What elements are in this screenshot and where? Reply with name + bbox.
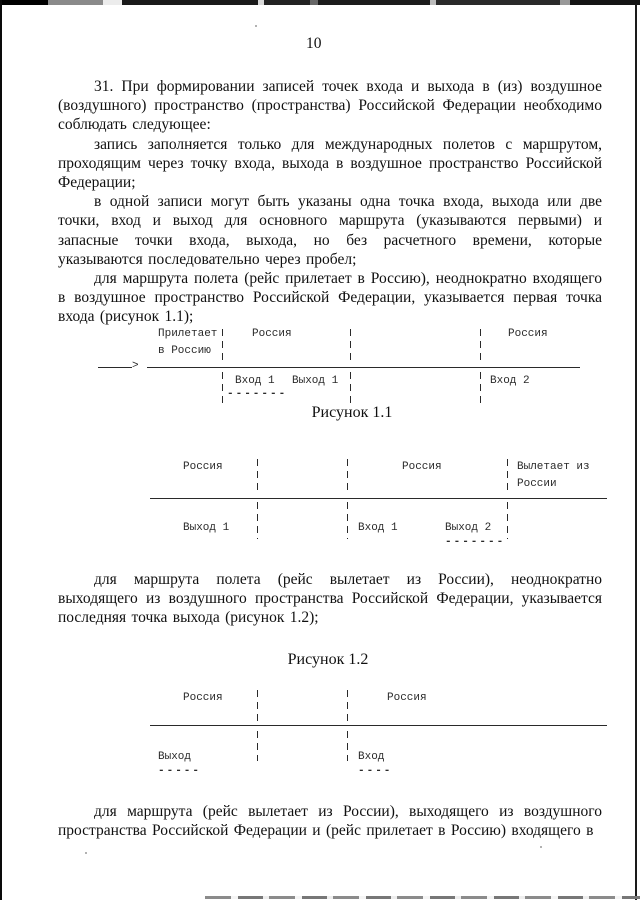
label-russia: Россия bbox=[252, 328, 292, 340]
airspace-boundary-bar bbox=[347, 731, 348, 761]
paragraph-one-record-rule: в одной записи могут быть указаны одна т… bbox=[58, 193, 602, 268]
route-line bbox=[147, 367, 580, 368]
airspace-boundary-bar bbox=[347, 502, 348, 539]
scan-speckle bbox=[540, 846, 542, 848]
airspace-boundary-bar bbox=[347, 459, 348, 495]
figure-1-2-caption: Рисунок 1.2 bbox=[287, 651, 369, 668]
airspace-boundary-bar bbox=[222, 372, 223, 405]
arrow-right-icon: > bbox=[132, 360, 139, 372]
label-arrives-russia-line2: в Россию bbox=[158, 345, 211, 357]
scan-artifact-right-edge bbox=[635, 4, 637, 900]
label-russia: Россия bbox=[183, 461, 223, 473]
label-entry-1: Вход 1 bbox=[358, 522, 398, 534]
label-entry-2: Вход 2 bbox=[490, 375, 530, 387]
airspace-boundary-bar bbox=[480, 329, 481, 365]
airspace-boundary-bar bbox=[257, 459, 258, 495]
label-exit: Выход bbox=[158, 751, 192, 763]
label-entry-1: Вход 1 bbox=[235, 375, 275, 387]
label-entry: Вход bbox=[358, 751, 385, 763]
airspace-boundary-bar bbox=[347, 690, 348, 722]
airspace-boundary-bar bbox=[350, 372, 351, 405]
label-russia: Россия bbox=[508, 328, 548, 340]
label-departs-russia-line2: России bbox=[517, 478, 557, 490]
label-departs-russia-line1: Вылетает из bbox=[517, 461, 590, 473]
airspace-boundary-bar bbox=[507, 459, 508, 495]
paragraph-route-arrive: для маршрута полета (рейс прилетает в Ро… bbox=[58, 270, 602, 326]
label-exit-1: Выход 1 bbox=[183, 522, 230, 534]
label-exit-2: Выход 2 bbox=[445, 522, 492, 534]
entry-underline: ---- bbox=[358, 765, 393, 777]
scan-speckle bbox=[85, 852, 87, 854]
paragraph-route-depart: для маршрута полета (рейс вылетает из Ро… bbox=[58, 571, 602, 627]
figure-exit-entry-diagram: Россия Россия Выход Вход ----- ---- bbox=[0, 688, 640, 780]
entry-1-underline: ------- bbox=[227, 388, 288, 400]
body-text-middle: для маршрута полета (рейс вылетает из Ро… bbox=[58, 570, 602, 628]
airspace-boundary-bar bbox=[507, 502, 508, 539]
airspace-boundary-bar bbox=[222, 329, 223, 365]
airspace-boundary-bar bbox=[257, 690, 258, 722]
label-exit-1: Выход 1 bbox=[292, 375, 339, 387]
scan-artifact-bottom-edge bbox=[205, 896, 640, 899]
figure-1-1-diagram: > Прилетает в Россию Россия Россия Вход … bbox=[0, 326, 640, 406]
route-line bbox=[150, 498, 607, 499]
airspace-boundary-bar bbox=[257, 731, 258, 761]
page-number: 10 bbox=[306, 35, 322, 52]
label-russia: Россия bbox=[183, 692, 223, 704]
airspace-boundary-bar bbox=[350, 329, 351, 365]
route-line bbox=[98, 367, 132, 368]
figure-1-1-caption: Рисунок 1.1 bbox=[311, 404, 393, 421]
body-text-lower: для маршрута (рейс вылетает из России), … bbox=[58, 802, 602, 840]
airspace-boundary-bar bbox=[257, 502, 258, 539]
paragraph-31: 31. При формировании записей точек входа… bbox=[58, 78, 602, 134]
scan-artifact-left-edge bbox=[0, 0, 2, 900]
label-russia: Россия bbox=[402, 461, 442, 473]
figure-1-2-diagram: Россия Россия Вылетает из России Выход 1… bbox=[0, 455, 640, 550]
airspace-boundary-bar bbox=[480, 372, 481, 405]
label-russia: Россия bbox=[387, 692, 427, 704]
scan-artifact-top-edge bbox=[0, 0, 640, 5]
paragraph-record-rule: запись заполняется только для международ… bbox=[58, 135, 602, 192]
scan-speckle bbox=[255, 25, 257, 27]
label-arrives-russia-line1: Прилетает bbox=[158, 328, 218, 340]
route-line bbox=[150, 725, 607, 726]
paragraph-route-both: для маршрута (рейс вылетает из России), … bbox=[58, 803, 602, 840]
body-text-upper: 31. При формировании записей точек входа… bbox=[58, 77, 602, 327]
exit-underline: ----- bbox=[158, 765, 202, 777]
exit-2-underline: ------- bbox=[445, 536, 506, 548]
